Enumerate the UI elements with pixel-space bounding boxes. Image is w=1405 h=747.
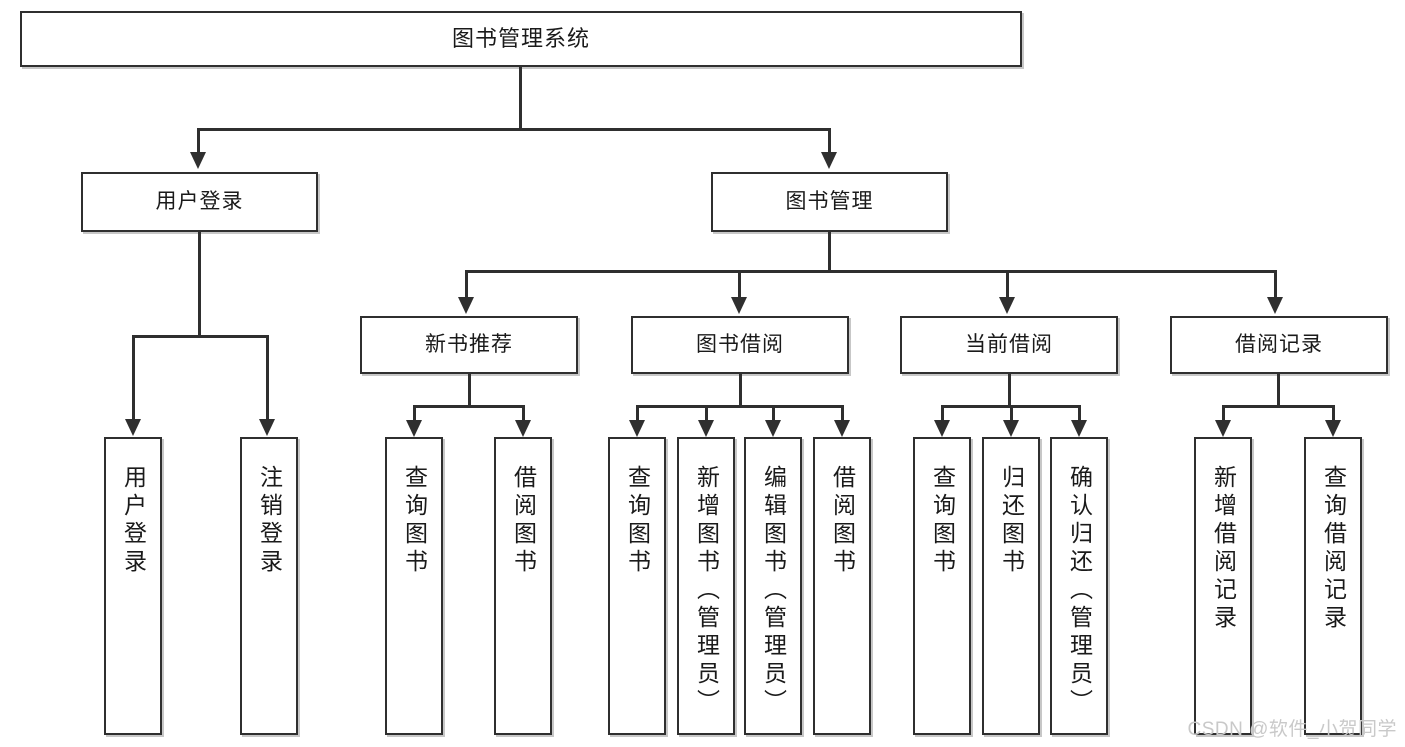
arrow-book-manage-to-new-book-rec xyxy=(458,297,474,314)
leaf-label: 用户登录 xyxy=(120,465,147,577)
node-user-login[interactable]: 用户登录 xyxy=(81,172,318,232)
node-new-book-rec[interactable]: 新书推荐 xyxy=(360,316,578,374)
arrow-book-manage-to-book-borrow xyxy=(731,297,747,314)
leaf-query-book-1[interactable]: 查询图书 xyxy=(385,437,443,735)
arrow-book-borrow-to-leaf-4 xyxy=(834,420,850,437)
node-borrow-record[interactable]: 借阅记录 xyxy=(1170,316,1388,374)
leaf-label: 借阅图书 xyxy=(510,465,537,577)
connector-borrow-record-to-leaf-1 xyxy=(1222,405,1225,421)
leaf-label: 查询图书 xyxy=(929,465,956,577)
arrow-root-to-user-login xyxy=(190,152,206,169)
leaf-confirm-return[interactable]: 确认归还（管理员） xyxy=(1050,437,1108,735)
node-label: 图书借阅 xyxy=(696,333,784,357)
node-current-borrow[interactable]: 当前借阅 xyxy=(900,316,1118,374)
leaf-borrow-book-2[interactable]: 借阅图书 xyxy=(813,437,871,735)
leaf-edit-book[interactable]: 编辑图书（管理员） xyxy=(744,437,802,735)
node-label: 借阅记录 xyxy=(1235,333,1323,357)
leaf-label: 查询借阅记录 xyxy=(1320,465,1347,633)
arrow-current-borrow-to-leaf-3 xyxy=(1071,420,1087,437)
arrow-user-login-to-leaf-1 xyxy=(125,419,141,436)
node-label: 用户登录 xyxy=(155,190,244,214)
leaf-add-book[interactable]: 新增图书（管理员） xyxy=(677,437,735,735)
node-book-borrow[interactable]: 图书借阅 xyxy=(631,316,849,374)
arrow-current-borrow-to-leaf-1 xyxy=(934,420,950,437)
leaf-logout[interactable]: 注销登录 xyxy=(240,437,298,735)
arrow-current-borrow-to-leaf-2 xyxy=(1003,420,1019,437)
leaf-label: 注销登录 xyxy=(256,465,283,577)
connector-book-manage-to-borrow-record xyxy=(1274,270,1277,298)
leaf-add-record[interactable]: 新增借阅记录 xyxy=(1194,437,1252,735)
connector-user-login-bar xyxy=(132,335,266,338)
leaf-label: 编辑图书（管理员） xyxy=(760,465,787,717)
connector-book-borrow-to-leaf-1 xyxy=(636,405,639,421)
leaf-borrow-book-1[interactable]: 借阅图书 xyxy=(494,437,552,735)
node-label: 图书管理系统 xyxy=(451,25,590,51)
connector-book-manage-to-book-borrow xyxy=(738,270,741,298)
leaf-label: 新增借阅记录 xyxy=(1210,465,1237,633)
connector-book-borrow-to-leaf-4 xyxy=(841,405,844,421)
arrow-new-book-rec-to-leaf-2 xyxy=(515,420,531,437)
connector-book-manage-stem xyxy=(828,232,831,270)
arrow-book-manage-to-borrow-record xyxy=(1267,297,1283,314)
connector-root-to-user-login xyxy=(197,128,200,153)
leaf-label: 归还图书 xyxy=(998,465,1025,577)
connector-user-login-to-leaf-2 xyxy=(266,335,269,420)
leaf-label: 确认归还（管理员） xyxy=(1066,465,1093,717)
leaf-query-book-2[interactable]: 查询图书 xyxy=(608,437,666,735)
connector-book-manage-bar xyxy=(465,270,1277,273)
leaf-query-record[interactable]: 查询借阅记录 xyxy=(1304,437,1362,735)
connector-current-borrow-stem xyxy=(1008,374,1011,405)
leaf-label: 借阅图书 xyxy=(829,465,856,577)
connector-book-borrow-to-leaf-2 xyxy=(705,405,708,421)
node-label: 图书管理 xyxy=(785,190,874,214)
connector-user-login-stem xyxy=(198,232,201,335)
arrow-book-borrow-to-leaf-3 xyxy=(765,420,781,437)
connector-book-manage-to-new-book-rec xyxy=(465,270,468,298)
connector-new-book-rec-bar xyxy=(413,405,525,408)
connector-user-login-to-leaf-1 xyxy=(132,335,135,420)
connector-book-borrow-bar xyxy=(636,405,844,408)
leaf-label: 查询图书 xyxy=(624,465,651,577)
connector-current-borrow-to-leaf-2 xyxy=(1010,405,1013,421)
leaf-label: 查询图书 xyxy=(401,465,428,577)
connector-borrow-record-bar xyxy=(1222,405,1335,408)
connector-borrow-record-stem xyxy=(1277,374,1280,405)
leaf-query-book-3[interactable]: 查询图书 xyxy=(913,437,971,735)
leaf-label: 新增图书（管理员） xyxy=(693,465,720,717)
connector-book-borrow-stem xyxy=(739,374,742,405)
connector-current-borrow-to-leaf-1 xyxy=(941,405,944,421)
leaf-return-book[interactable]: 归还图书 xyxy=(982,437,1040,735)
connector-book-manage-to-current-borrow xyxy=(1006,270,1009,298)
connector-current-borrow-to-leaf-3 xyxy=(1078,405,1081,421)
arrow-book-manage-to-current-borrow xyxy=(999,297,1015,314)
arrow-borrow-record-to-leaf-2 xyxy=(1325,420,1341,437)
arrow-book-borrow-to-leaf-2 xyxy=(698,420,714,437)
arrow-new-book-rec-to-leaf-1 xyxy=(406,420,422,437)
node-label: 当前借阅 xyxy=(965,333,1053,357)
connector-new-book-rec-to-leaf-1 xyxy=(413,405,416,421)
connector-root-bar xyxy=(197,128,831,131)
node-root-system[interactable]: 图书管理系统 xyxy=(20,11,1022,67)
leaf-user-login[interactable]: 用户登录 xyxy=(104,437,162,735)
arrow-borrow-record-to-leaf-1 xyxy=(1215,420,1231,437)
arrow-book-borrow-to-leaf-1 xyxy=(629,420,645,437)
connector-root-to-book-manage xyxy=(828,128,831,153)
connector-new-book-rec-to-leaf-2 xyxy=(522,405,525,421)
connector-book-borrow-to-leaf-3 xyxy=(772,405,775,421)
node-book-manage[interactable]: 图书管理 xyxy=(711,172,948,232)
connector-root-stem xyxy=(519,67,522,128)
connector-borrow-record-to-leaf-2 xyxy=(1332,405,1335,421)
node-label: 新书推荐 xyxy=(425,333,513,357)
connector-new-book-rec-stem xyxy=(468,374,471,405)
arrow-user-login-to-leaf-2 xyxy=(259,419,275,436)
arrow-root-to-book-manage xyxy=(821,152,837,169)
